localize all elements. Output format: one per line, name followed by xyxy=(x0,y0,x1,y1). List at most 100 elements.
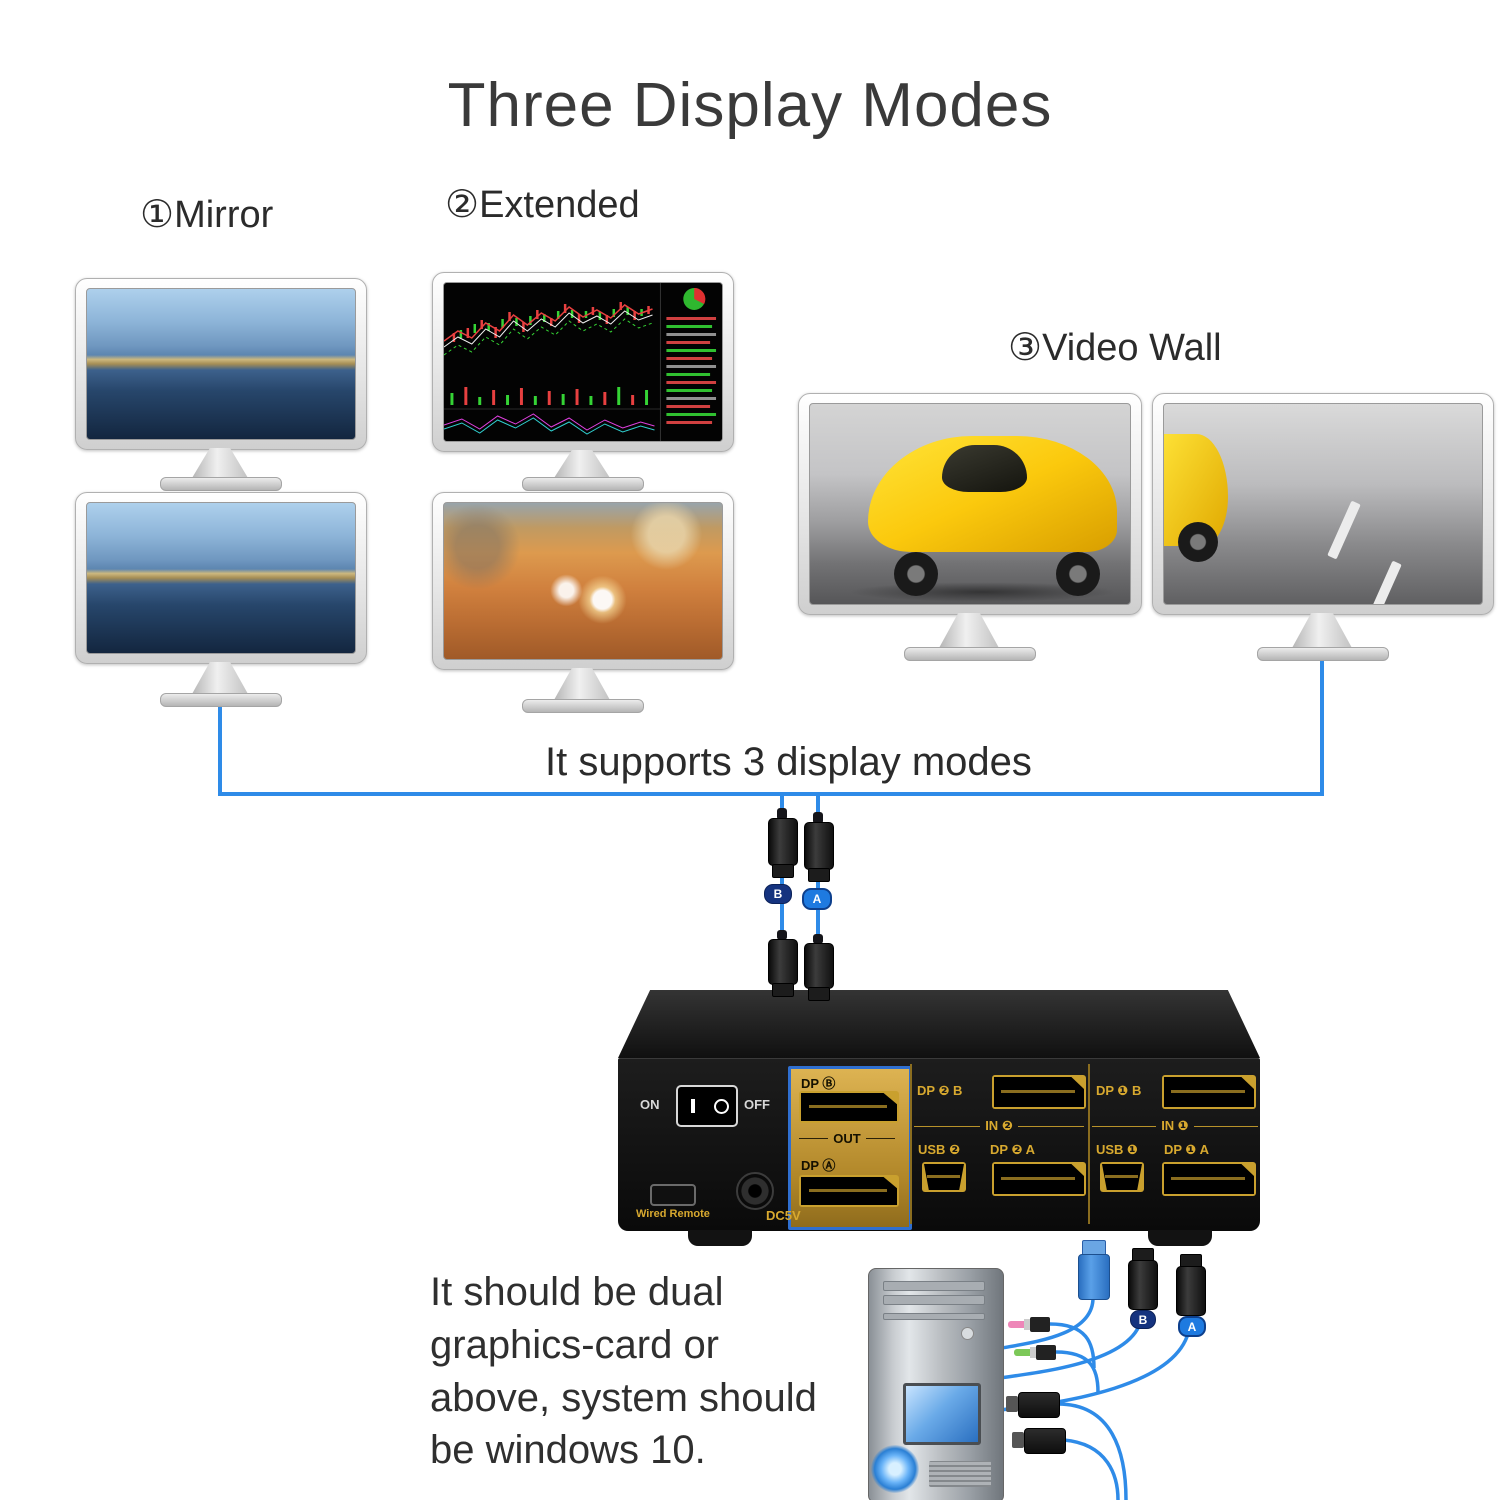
monitor-mirror-bottom xyxy=(75,492,367,664)
cable-badge-a: A xyxy=(1178,1316,1206,1337)
dp-out-a-label: DP Ⓐ xyxy=(801,1158,836,1173)
tower-vent xyxy=(929,1461,991,1487)
section-divider xyxy=(910,1064,912,1224)
dp-plug-a xyxy=(804,822,834,870)
pc-tower xyxy=(868,1268,1004,1500)
usb1-port xyxy=(1100,1162,1144,1192)
dp-plug-strain xyxy=(777,808,787,820)
dp-plug-a xyxy=(804,943,834,989)
car-canopy xyxy=(942,445,1028,492)
tower-fan-glow xyxy=(871,1445,919,1493)
dp-plug-b xyxy=(768,939,798,985)
car-image-left xyxy=(809,403,1131,605)
dp2a-port xyxy=(992,1162,1086,1196)
dp2b-label: DP ❷ B xyxy=(917,1083,963,1098)
lake-image xyxy=(86,502,356,654)
drive-bay xyxy=(883,1313,985,1320)
dp2a-label: DP ❷ A xyxy=(990,1142,1035,1157)
audio-plug-collar xyxy=(1024,1319,1030,1330)
monitor-extended-bottom xyxy=(432,492,734,670)
section-divider xyxy=(1088,1064,1090,1224)
note-text: It should be dual graphics-card or above… xyxy=(430,1270,817,1473)
dp-plug-a-pc xyxy=(1176,1266,1206,1316)
power-off-label: OFF xyxy=(744,1097,770,1112)
audio-plug-collar xyxy=(1030,1347,1036,1358)
dp1b-label: DP ❶ B xyxy=(1096,1083,1142,1098)
monitor-stand xyxy=(554,668,610,700)
dp-plug-strain xyxy=(813,812,823,824)
stock-chart-image xyxy=(443,282,723,442)
dp-out-b-port xyxy=(799,1091,899,1123)
video-plug-tip xyxy=(1006,1396,1018,1412)
wired-remote-label: Wired Remote xyxy=(636,1208,710,1220)
power-on-label: ON xyxy=(640,1097,660,1112)
out-divider: OUT xyxy=(799,1131,896,1146)
dc5v-label: DC5V xyxy=(766,1208,801,1223)
dc-power-jack xyxy=(736,1172,774,1210)
page-title: Three Display Modes xyxy=(447,71,1053,140)
road-lane-marking xyxy=(1327,500,1361,560)
power-switch-on-side xyxy=(678,1087,707,1125)
dp1a-port xyxy=(1162,1162,1256,1196)
in2-label: IN ❷ xyxy=(985,1118,1013,1133)
monitor-extended-top xyxy=(432,272,734,452)
monitor-videowall-left xyxy=(798,393,1142,615)
monitor-base xyxy=(160,477,282,491)
monitor-base xyxy=(160,693,282,707)
monitor-stand xyxy=(192,448,248,478)
cable-badge-b: B xyxy=(764,884,792,904)
video-plug xyxy=(1024,1428,1066,1454)
monitor-base xyxy=(1257,647,1389,661)
dp-out-b-label: DP Ⓑ xyxy=(801,1076,836,1091)
audio-speaker-plug xyxy=(1036,1345,1056,1360)
kvm-out-panel: DP Ⓑ OUT DP Ⓐ xyxy=(788,1066,912,1230)
monitor-base xyxy=(904,647,1036,661)
usb-b-plug xyxy=(1078,1254,1110,1300)
dp-plug-tip xyxy=(808,987,830,1001)
in1-divider: IN ❶ xyxy=(1092,1118,1258,1134)
kvm-switch-top xyxy=(618,990,1260,1058)
optical-drive xyxy=(883,1281,985,1291)
car-wheel xyxy=(1178,522,1218,562)
usb2-label: USB ❷ xyxy=(918,1142,961,1157)
dp-plug-tip xyxy=(772,983,794,997)
lake-image xyxy=(86,288,356,440)
tower-lcd xyxy=(903,1383,981,1445)
optical-drive xyxy=(883,1295,985,1305)
audio-speaker-plug-tip xyxy=(1014,1349,1030,1356)
dp-plug-b-pc xyxy=(1128,1260,1158,1310)
mode-label-mirror: ①Mirror xyxy=(140,194,274,236)
audio-mic-plug xyxy=(1030,1317,1050,1332)
monitor-mirror-top xyxy=(75,278,367,450)
usb2-port xyxy=(922,1162,966,1192)
usb1-label: USB ❶ xyxy=(1096,1142,1139,1157)
dp-plug-strain xyxy=(777,930,787,940)
dp-plug-tip xyxy=(808,868,830,882)
monitor-stand xyxy=(554,450,610,478)
car-wheel xyxy=(894,552,938,596)
dp2b-port xyxy=(992,1075,1086,1109)
in1-label: IN ❶ xyxy=(1161,1118,1189,1133)
out-label: OUT xyxy=(833,1131,861,1146)
audio-mic-plug-tip xyxy=(1008,1321,1024,1328)
game-image xyxy=(443,502,723,660)
car-body xyxy=(867,436,1118,552)
dp-plug-tip xyxy=(772,864,794,878)
dp-out-a-port xyxy=(799,1175,899,1207)
road-lane-marking xyxy=(1368,560,1403,604)
monitor-stand xyxy=(192,662,248,694)
monitor-stand xyxy=(939,613,999,648)
dp-plug-strain xyxy=(813,934,823,944)
cable-badge-b: B xyxy=(1130,1310,1156,1329)
video-plug xyxy=(1018,1392,1060,1418)
in2-divider: IN ❷ xyxy=(914,1118,1084,1134)
kvm-foot xyxy=(1148,1230,1212,1246)
power-switch-off-side xyxy=(707,1087,736,1125)
power-switch xyxy=(676,1085,738,1127)
car-image-right xyxy=(1163,403,1483,605)
cable-badge-a: A xyxy=(802,888,832,910)
wired-remote-port xyxy=(650,1184,696,1206)
dp-plug-b xyxy=(768,818,798,866)
monitor-base xyxy=(522,699,644,713)
